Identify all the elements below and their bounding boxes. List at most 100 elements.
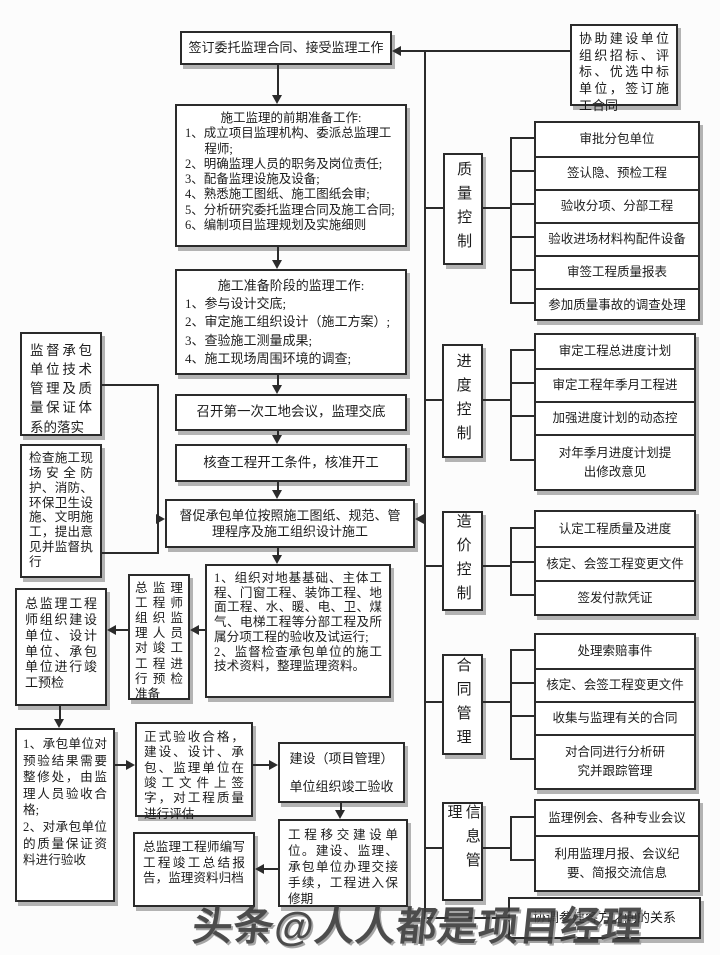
prep-work-item: 5、分析研究委托监理合同及施工合同; xyxy=(185,202,395,217)
flow-line xyxy=(401,50,570,52)
flow-line xyxy=(510,415,534,417)
flow-line xyxy=(340,803,342,811)
arrowhead-down xyxy=(335,810,345,819)
prep-work-item: 4、熟悉施工图纸、施工图纸会审; xyxy=(185,187,370,202)
flow-box-supervise-construction: 督促承包单位按照施工图纸、规范、管理程序及施工组织设计施工 xyxy=(165,499,415,548)
flow-line xyxy=(510,594,534,596)
arrowhead-left xyxy=(107,625,116,635)
flow-line xyxy=(253,764,271,766)
arrowhead-down xyxy=(272,385,282,394)
flow-line xyxy=(424,917,508,919)
arrowhead-down xyxy=(272,435,282,444)
flow-line xyxy=(102,552,157,554)
section-stack-schedule: 审定工程总进度计划 审定工程年季月工程进 加强进度计划的动态控 对年季月进度计划… xyxy=(534,333,696,491)
section-label-quality-control: 质量控制 xyxy=(443,153,483,265)
flow-line xyxy=(510,649,512,760)
section-item: 利用监理月报、会议纪要、简报交流信息 xyxy=(536,835,698,890)
section-item: 对年季月进度计划提出修改意见 xyxy=(536,434,694,489)
flow-box-prep-work: 施工监理的前期准备工作: 1、成立项目监理机构、委派总监理工程师; 2、明确监理… xyxy=(175,104,407,247)
flow-line xyxy=(277,375,279,386)
flow-line xyxy=(483,399,510,401)
flow-line xyxy=(277,482,279,491)
section-item: 加强进度计划的动态控 xyxy=(536,401,694,434)
flow-box-handover: 工程移交建设单位。建设、监理、承包单位办理交接手续，工程进入保修期 xyxy=(278,819,408,907)
prep-stage-title: 施工准备阶段的监理工作: xyxy=(217,278,365,293)
flow-box-coordination: 协调参建各方之间的关系 xyxy=(508,897,701,939)
flow-line xyxy=(510,302,534,304)
prep-stage-item: 3、查验施工测量成果; xyxy=(185,332,313,348)
arrowhead-right xyxy=(126,760,135,770)
flow-box-assist-bidding: 协助建设单位组织招标、评标、优选中标单位，签订施工合同 xyxy=(570,24,678,113)
repair-item: 1、承包单位对预验结果需要整修处，由监理人员验收合格; xyxy=(23,737,107,818)
section-item: 处理索赔事件 xyxy=(577,644,653,659)
flow-line xyxy=(277,431,279,436)
prep-stage-item: 2、审定施工组织设计（施工方案）; xyxy=(185,314,391,330)
flow-line xyxy=(157,384,159,554)
section-label-text: 造价控制 xyxy=(454,513,471,609)
flow-line xyxy=(424,399,442,401)
section-item: 审定工程年季月工程进 xyxy=(536,368,694,401)
flow-line xyxy=(510,203,534,205)
flow-line xyxy=(510,682,534,684)
section-label-text: 质量控制 xyxy=(455,161,472,257)
arrowhead-down xyxy=(272,260,282,269)
section-stack-cost: 认定工程质量及进度 核定、会签工程变更文件 签发付款凭证 xyxy=(534,510,696,616)
arrowhead-down xyxy=(272,490,282,499)
acceptance-item: 2、监督检查承包单位的施工技术资料，整理监理资料。 xyxy=(214,644,382,674)
flow-line xyxy=(277,65,279,96)
watermark-text: 头条@人人都是项目经理 xyxy=(190,905,645,949)
prep-work-item: 1、成立项目监理机构、委派总监理工程师; xyxy=(185,126,392,156)
section-label-cost-control: 造价控制 xyxy=(442,511,483,611)
section-label-text: 信息管理 xyxy=(445,804,480,876)
flow-line xyxy=(102,384,157,386)
section-item: 审签工程质量报表 xyxy=(536,255,698,288)
arrowhead-right xyxy=(156,514,165,524)
section-label-text: 进度控制 xyxy=(454,353,471,449)
flow-line xyxy=(424,565,442,567)
arrowhead-down xyxy=(272,95,282,104)
arrowhead-left xyxy=(392,46,401,56)
flow-line xyxy=(510,137,512,304)
arrowhead-left xyxy=(255,864,264,874)
flow-line xyxy=(510,816,534,818)
flow-line xyxy=(59,706,61,720)
flow-line xyxy=(510,527,534,529)
arrowhead-left xyxy=(415,514,424,524)
flow-line xyxy=(510,349,534,351)
flow-line xyxy=(510,349,512,461)
flow-box-precheck-organize: 总监理工程师组织建设单位、设计单位、承包单位进行竣工预检 xyxy=(15,588,107,706)
flow-line xyxy=(510,459,534,461)
section-item: 审批分包单位 xyxy=(579,132,655,147)
flow-box-repair-acceptance: 1、承包单位对预验结果需要整修处，由监理人员验收合格; 2、对承包单位的质量保证… xyxy=(15,728,115,902)
flow-line xyxy=(510,170,534,172)
flow-box-supervise-system: 监督承包单位技术管理及质量保证体系的落实 xyxy=(20,332,102,436)
flow-box-site-check: 检查施工现场安全防护、消防、环保卫生设施、文明施工，提出意见并监督执行 xyxy=(20,444,102,578)
flow-line xyxy=(424,207,443,209)
flow-line xyxy=(424,847,442,849)
section-stack-contract: 处理索赔事件 核定、会签工程变更文件 收集与监理有关的合同 对合同进行分析研究并… xyxy=(534,633,696,790)
flow-line xyxy=(510,816,512,861)
flow-line xyxy=(277,247,279,261)
prep-stage-item: 4、施工现场周围环境的调查; xyxy=(185,350,352,366)
flow-line xyxy=(263,868,278,870)
repair-item: 2、对承包单位的质量保证资料进行验收 xyxy=(23,820,107,868)
section-label-contract-management: 合同管理 xyxy=(442,654,483,755)
flow-line xyxy=(510,382,534,384)
section-label-schedule-control: 进度控制 xyxy=(442,344,483,458)
prep-stage-item: 1、参与设计交底; xyxy=(185,296,287,312)
section-item: 收集与监理有关的合同 xyxy=(536,701,694,734)
flow-box-first-meeting: 召开第一次工地会议，监理交底 xyxy=(175,394,407,431)
section-item: 核定、会签工程变更文件 xyxy=(536,546,694,580)
flow-line xyxy=(510,758,534,760)
arrowhead-right xyxy=(269,760,278,770)
flow-line xyxy=(115,764,128,766)
flow-line xyxy=(510,649,534,651)
flow-line xyxy=(114,629,128,631)
flow-line xyxy=(483,701,510,703)
flow-line-spine xyxy=(424,51,426,919)
section-label-text: 合同管理 xyxy=(454,656,471,753)
section-item: 验收分项、分部工程 xyxy=(536,189,698,222)
section-label-information-management: 信息管理 xyxy=(442,802,483,901)
section-item: 认定工程质量及进度 xyxy=(558,521,672,536)
